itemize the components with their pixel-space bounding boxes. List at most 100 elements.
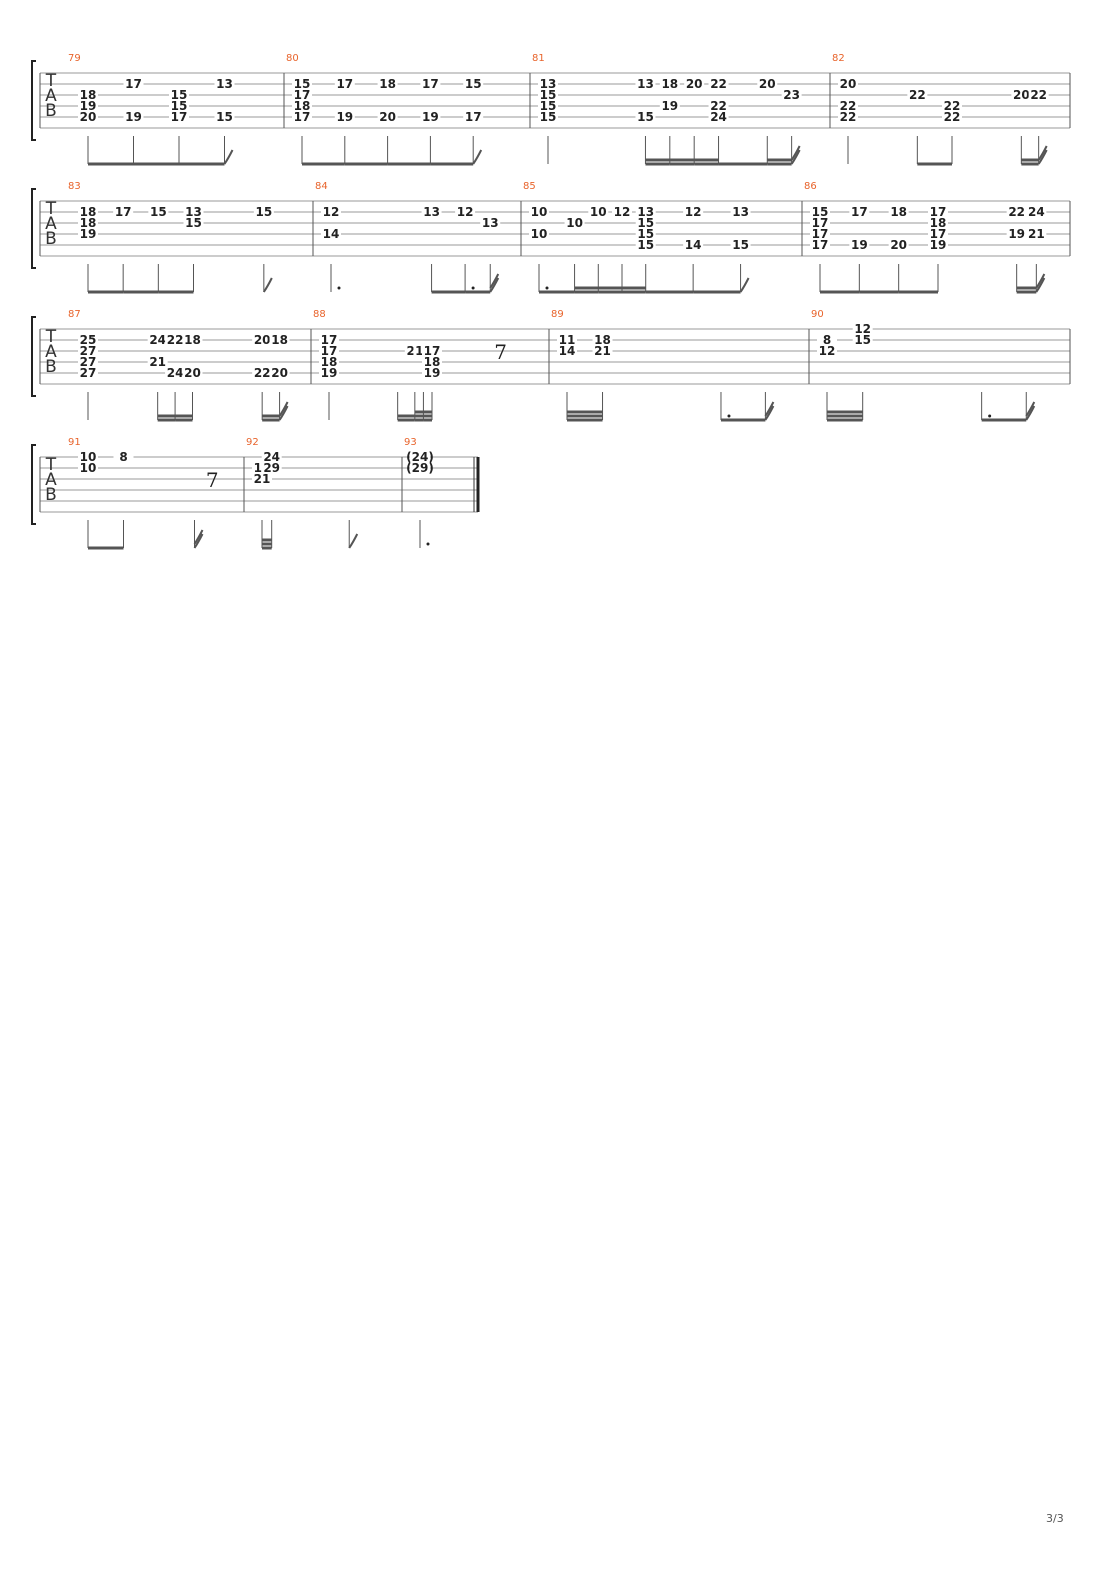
fret-number: 15 [540,110,557,124]
measure-number: 86 [804,181,817,192]
tab-clef-letter: A [45,342,57,362]
fret-mask [538,100,558,111]
fret-mask [261,451,282,462]
note-flag [790,149,801,165]
fret-mask [78,228,98,239]
duration-dot [988,414,992,418]
fret-mask [183,217,204,228]
fret-mask [319,367,339,378]
measure-number: 90 [811,309,824,320]
fret-number: 18 [80,216,97,230]
note-flag [193,533,204,549]
fret-mask [659,78,680,89]
fret-number: 17 [125,77,142,91]
fret-number: 24 [167,366,184,380]
fret-mask [852,334,873,345]
fret-number: 20 [759,77,776,91]
fret-number: 22 [710,99,727,113]
fret-mask [78,356,98,367]
fret-number: 15 [171,88,188,102]
fret-number: 25 [80,333,97,347]
fret-mask [252,473,272,484]
fret-number: 17 [115,205,132,219]
fret-number: 22 [909,88,926,102]
fret-number: 19 [851,238,868,252]
fret-number: 17 [930,205,947,219]
fret-mask [849,206,870,217]
fret-number: 19 [424,366,441,380]
fret-mask [781,89,802,100]
fret-number: 22 [1008,205,1025,219]
measure-number: 80 [286,53,299,64]
duration-dot [426,542,430,546]
rest-symbol: 7 [206,468,219,492]
measure-number: 87 [68,309,81,320]
fret-mask [592,345,613,356]
fret-mask [538,111,558,122]
note-flag [790,145,801,161]
fret-number: 18 [184,333,201,347]
fret-mask [817,334,837,345]
measure-number: 89 [551,309,564,320]
fret-number: 19 [1008,227,1025,241]
fret-mask [252,334,273,345]
fret-number: 10 [531,227,548,241]
fret-number: 10 [80,461,97,475]
note-flag [1025,405,1036,421]
fret-number: 12 [819,344,836,358]
fret-number: 22 [840,110,857,124]
fret-mask [214,78,235,89]
tab-clef-letter: B [45,101,57,121]
fret-mask [588,206,609,217]
fret-mask [529,206,549,217]
fret-number: 18 [424,355,441,369]
fret-mask [319,334,339,345]
fret-mask [928,206,948,217]
fret-mask [123,111,144,122]
fret-number: 20 [379,110,396,124]
fret-number: 20 [80,110,97,124]
tab-system-4: TAB91101087921821242993(24)(29) [31,437,480,550]
fret-mask [292,89,312,100]
fret-mask [165,367,186,378]
fret-number: 12 [614,205,631,219]
fret-number: 19 [80,99,97,113]
fret-number: 17 [465,110,482,124]
fret-number: 24 [263,450,280,464]
tab-clef-letter: T [45,71,57,91]
note-flag [263,277,273,293]
tab-clef-letter: T [45,327,57,347]
fret-number: 10 [80,450,97,464]
fret-number: 19 [125,110,142,124]
tab-clef-letter: T [45,199,57,219]
fret-number: 15 [540,99,557,113]
fret-number: 21 [1028,227,1045,241]
fret-mask [1026,206,1047,217]
fret-mask [463,78,484,89]
fret-number: 8 [119,450,127,464]
fret-mask [292,111,312,122]
tab-clef-letter: A [45,470,57,490]
fret-mask [730,206,751,217]
fret-mask [928,228,948,239]
measure-number: 83 [68,181,81,192]
fret-mask [319,356,339,367]
measure-number: 82 [832,53,845,64]
fret-number: 19 [80,227,97,241]
fret-mask [78,367,98,378]
fret-mask [810,239,830,250]
fret-number: 15 [637,216,654,230]
fret-mask [810,206,830,217]
fret-number: 24 [710,110,727,124]
tab-clef-letter: A [45,214,57,234]
fret-number: 15 [465,77,482,91]
note-flag [739,277,750,293]
fret-number: 19 [422,110,439,124]
fret-number: 21 [594,344,611,358]
fret-mask [421,206,442,217]
measure-number: 91 [68,437,81,448]
fret-mask [420,111,441,122]
fret-number: 12 [854,322,871,336]
fret-number: (24) [406,450,434,464]
